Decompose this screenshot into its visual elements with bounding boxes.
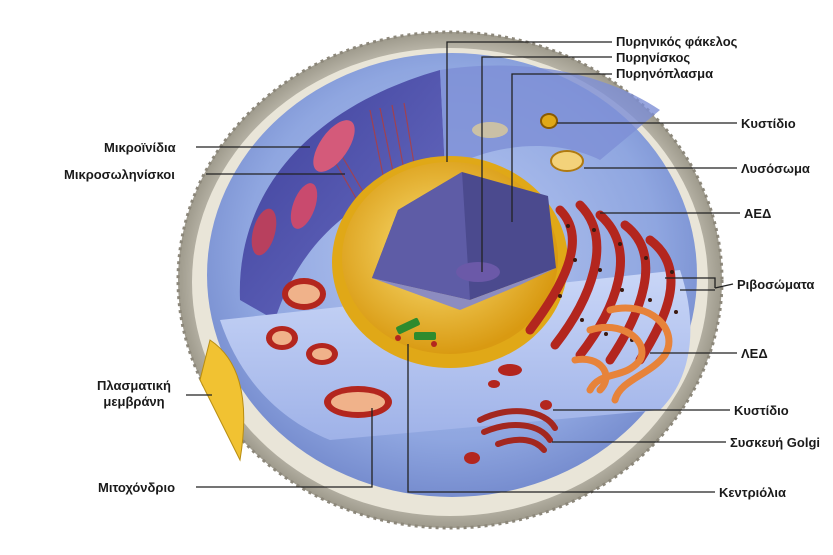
label-rough-er: ΑΕΔ — [744, 206, 771, 221]
label-centrioles: Κεντριόλια — [719, 485, 786, 500]
label-lysosome: Λυσόσωμα — [741, 161, 810, 176]
label-microtubules: Μικροσωληνίσκοι — [64, 167, 175, 182]
label-nucleolus: Πυρηνίσκος — [616, 50, 690, 65]
nucleolus-shape — [456, 262, 500, 282]
label-plasma-membrane-line2: μεμβράνη — [103, 394, 164, 409]
label-ribosomes: Ριβοσώματα — [737, 277, 814, 292]
label-nucleoplasm: Πυρηνόπλασμα — [616, 66, 713, 81]
label-smooth-er: ΛΕΔ — [741, 346, 768, 361]
label-golgi: Συσκευή Golgi — [730, 435, 820, 450]
label-mitochondrion: Μιτοχόνδριο — [98, 480, 175, 495]
label-vesicle-top: Κυστίδιο — [741, 116, 796, 131]
label-vesicle-bottom: Κυστίδιο — [734, 403, 789, 418]
label-plasma-membrane: Πλασματική μεμβράνη — [84, 378, 184, 410]
label-plasma-membrane-line1: Πλασματική — [97, 378, 171, 393]
label-microfilaments: Μικροϊνίδια — [104, 140, 176, 155]
label-nuclear-envelope: Πυρηνικός φάκελος — [616, 34, 737, 49]
nucleus — [332, 156, 568, 368]
